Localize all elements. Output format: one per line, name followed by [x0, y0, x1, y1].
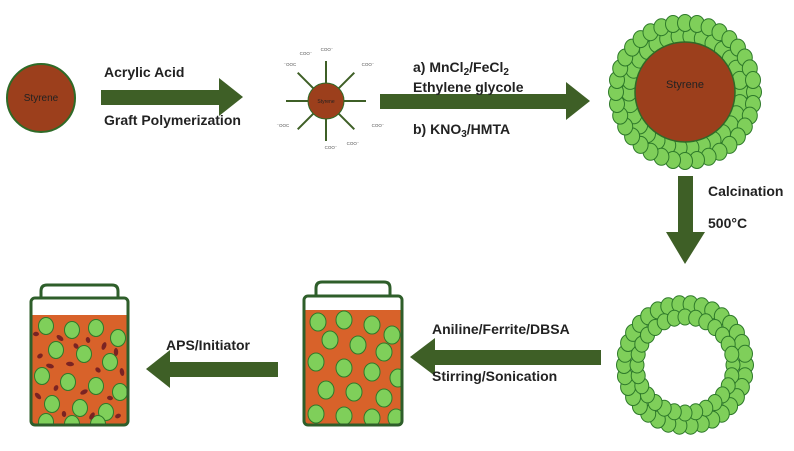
mncl2-fecl2-label: a) MnCl2/FeCl2: [413, 59, 509, 78]
ferrite-nanoparticle-shell: [608, 14, 762, 170]
coo-group-label: COO⁻: [372, 123, 385, 128]
polyaniline-particle: [85, 337, 91, 343]
coo-group-label: COO⁻: [347, 141, 360, 146]
ferrite-nanoparticle: [363, 408, 381, 425]
aps-initiator-label: APS/Initiator: [166, 337, 251, 353]
ferrite-nanoparticle: [64, 321, 80, 339]
polyaniline-particle: [56, 335, 64, 341]
carboxylate-chain: [336, 72, 355, 91]
ferrite-nanoparticle: [375, 388, 393, 408]
styrene-coated-label: Styrene: [666, 79, 704, 91]
ferrite-nanoparticle: [34, 367, 50, 385]
ferrite-nanoparticle: [737, 344, 753, 363]
ethylene-glycole-label: Ethylene glycole: [413, 79, 524, 95]
ferrite-nanoparticle: [375, 342, 393, 362]
final-composite-beaker: [29, 283, 130, 427]
ferrite-nanoparticle: [363, 362, 381, 382]
kno3-hmta-label: b) KNO3/HMTA: [413, 121, 510, 140]
polyaniline-particle: [80, 389, 88, 395]
arrow-metal-deposition: [380, 82, 590, 120]
coo-group-label: COO⁻: [362, 62, 375, 67]
styrene-small-label: Styrene: [317, 99, 334, 105]
polyaniline-particle: [89, 412, 95, 420]
ferrite-nanoparticle: [44, 395, 60, 413]
polyaniline-particle: [37, 353, 43, 359]
ferrite-nanoparticle: [387, 408, 402, 425]
polyaniline-particle: [95, 367, 101, 373]
calcination-label: Calcination: [708, 183, 783, 199]
styrene-sphere: Styrene: [6, 63, 76, 133]
arrow-polymerization-mix: [410, 338, 601, 376]
polyaniline-particle: [107, 395, 113, 401]
arrow-aps-initiator: [146, 350, 278, 388]
ferrite-nanoparticle: [724, 345, 740, 363]
graft-polymerization-label: Graft Polymerization: [104, 112, 241, 128]
reaction-beaker: [302, 280, 404, 427]
ferrite-nanoparticle: [389, 368, 402, 388]
carboxylate-chain: [297, 72, 316, 91]
ferrite-nanoparticle: [363, 315, 381, 335]
ferrite-nanoparticle: [307, 404, 325, 424]
ferrite-nanoparticle: [112, 383, 128, 401]
ferrite-nanoparticle: [383, 325, 401, 345]
polyaniline-particle: [34, 392, 42, 400]
ferrite-nanoparticle: [307, 352, 325, 372]
ferrite-nanoparticle: [335, 358, 353, 378]
ferrite-nanoparticle: [321, 330, 339, 350]
ferrite-nanoparticle: [38, 317, 54, 335]
ferrite-nanoparticle: [76, 345, 92, 363]
ferrite-nanoparticle: [88, 319, 104, 337]
carboxylate-chains: [286, 61, 366, 141]
grafted-styrene-particle: Styrene COO⁻ COO⁻ COO⁻ ⁻OOC ⁻OOC COO⁻ CO…: [277, 47, 385, 150]
ferrite-nanoparticle: [309, 312, 327, 332]
polyaniline-particle: [33, 331, 39, 337]
arrow-graft-polymerization: [101, 78, 243, 116]
ferrite-nanoparticle: [335, 406, 353, 425]
polyaniline-particle: [113, 348, 119, 356]
arrow-calcination: [666, 176, 705, 264]
polyaniline-particle: [73, 343, 79, 349]
carboxylate-chain: [297, 111, 316, 130]
polyaniline-particle: [115, 413, 121, 419]
ferrite-nanoparticle: [48, 341, 64, 359]
ferrite-nanoparticle: [60, 373, 76, 391]
ferrite-nanoparticle: [88, 377, 104, 395]
polyaniline-particle: [66, 361, 74, 367]
ferrite-nanoparticle: [317, 380, 335, 400]
coo-group-label: ⁻OOC: [277, 123, 290, 128]
hollow-ferrite-sphere: [616, 295, 754, 435]
acrylic-acid-label: Acrylic Acid: [104, 64, 184, 80]
polyaniline-particle: [46, 363, 54, 369]
coo-group-label: COO⁻: [325, 145, 338, 150]
polyaniline-particle: [119, 368, 125, 376]
ferrite-nanoparticle: [110, 329, 126, 347]
ferrite-nanoparticle: [38, 413, 54, 425]
coo-group-label: COO⁻: [300, 51, 313, 56]
ferrite-nanoparticle: [745, 71, 761, 89]
temperature-label: 500°C: [708, 215, 747, 231]
polyaniline-particle: [101, 342, 107, 350]
polyaniline-particle: [53, 385, 59, 391]
ferrite-coated-styrene: Styrene: [608, 14, 762, 170]
polyaniline-particle: [61, 411, 67, 417]
carboxylate-chain: [336, 111, 355, 130]
ferrite-nanoparticle: [345, 382, 363, 402]
ferrite-nanoparticle: [335, 310, 353, 330]
coo-group-label: COO⁻: [321, 47, 334, 52]
aniline-ferrite-dbsa-label: Aniline/Ferrite/DBSA: [432, 321, 570, 337]
ferrite-nanoparticle: [349, 335, 367, 355]
ferrite-nanoparticle: [72, 399, 88, 417]
ferrite-nanoparticle: [102, 353, 118, 371]
ferrite-nanoparticle: [98, 403, 114, 421]
coo-group-label: ⁻OOC: [284, 62, 297, 67]
styrene-sphere-label: Styrene: [24, 93, 59, 104]
stirring-sonication-label: Stirring/Sonication: [432, 368, 557, 384]
